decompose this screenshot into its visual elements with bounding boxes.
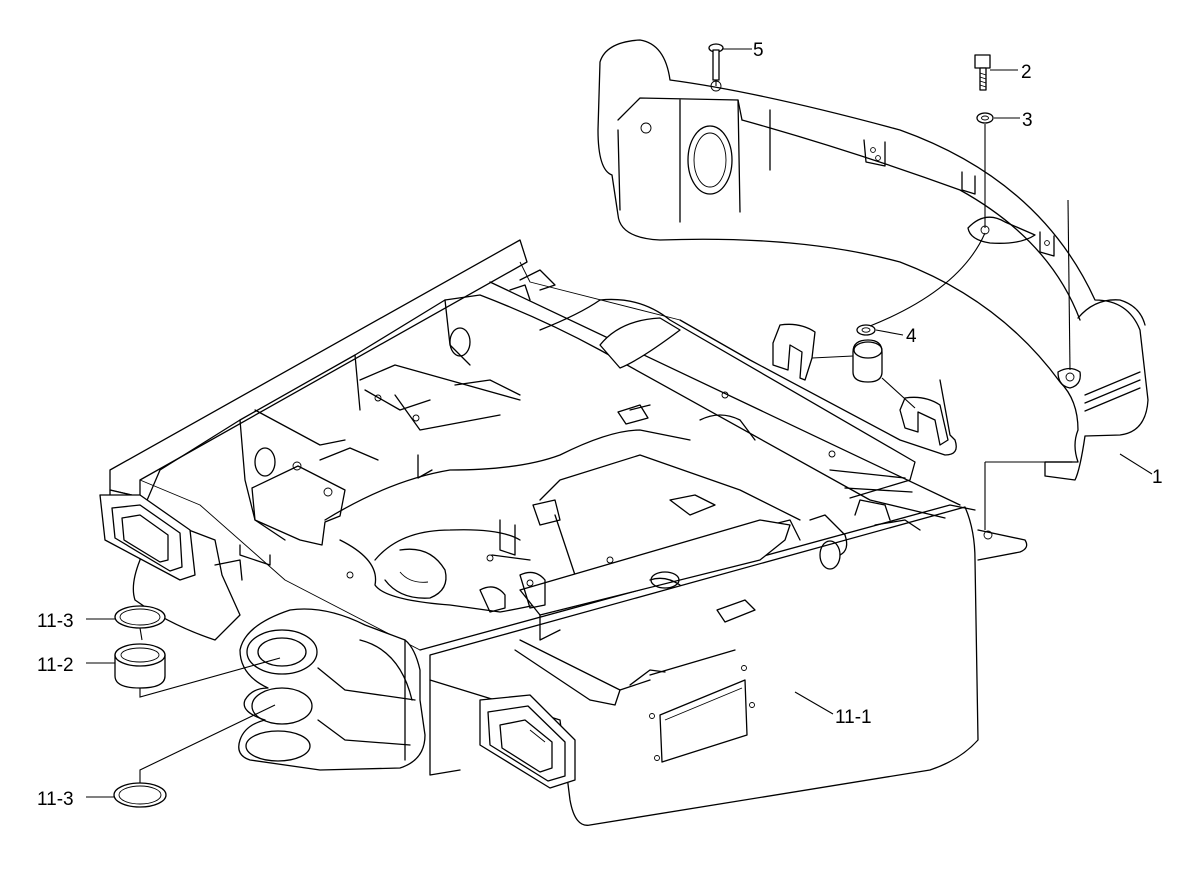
callout-leaders: [86, 48, 1153, 798]
pin: [708, 43, 724, 86]
washer: [869, 112, 994, 327]
callout-3: 3: [1022, 110, 1033, 131]
callout-11-1: 11-1: [835, 707, 872, 728]
callout-2: 2: [1021, 62, 1032, 83]
callout-11-3-lower: 11-3: [37, 789, 74, 810]
main-frame: [99, 239, 1028, 826]
callout-5: 5: [753, 40, 764, 61]
bushing: [114, 643, 166, 689]
callout-1: 1: [1152, 467, 1163, 488]
callout-labels: 5 2 3 4 1 11-1 11-3 11-2 11-3: [37, 40, 1163, 810]
seal-ring-lower: [113, 782, 167, 808]
seal-ring-upper: [114, 605, 166, 629]
mount-brackets: [599, 317, 949, 446]
callout-4: 4: [906, 326, 917, 347]
counterweight: [597, 39, 1149, 481]
alignment-leaders: [139, 199, 1071, 783]
callout-11-3-upper: 11-3: [37, 611, 74, 632]
callout-11-2: 11-2: [37, 655, 74, 676]
rubber-mount: [811, 324, 916, 409]
bolt: [974, 54, 991, 91]
